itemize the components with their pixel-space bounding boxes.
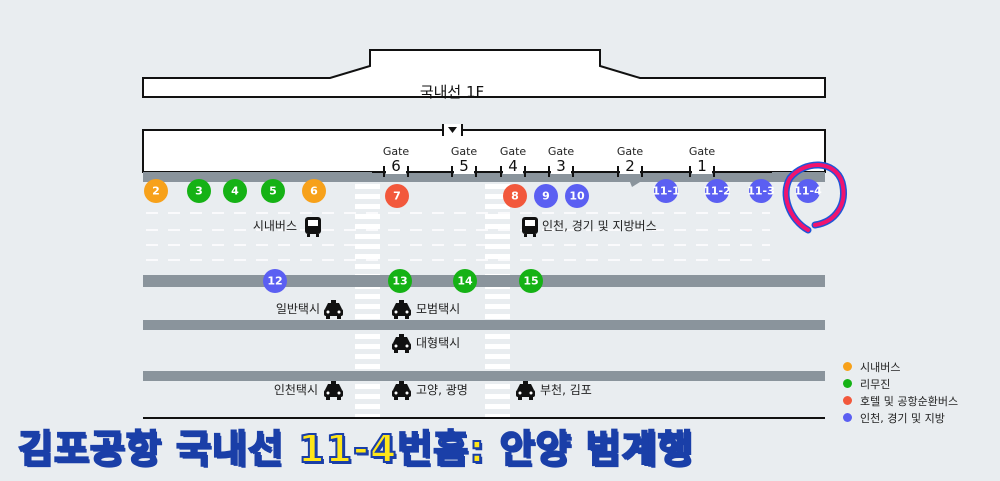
legend-label: 리무진 — [860, 377, 891, 391]
bus-stop-5[interactable]: 5 — [261, 179, 285, 203]
road-divider — [143, 275, 825, 287]
bus-stop-13[interactable]: 13 — [388, 269, 412, 293]
stop-number: 3 — [195, 185, 203, 198]
stop-number: 11-4 — [794, 185, 822, 198]
stop-number: 11-3 — [747, 185, 775, 198]
stop-number: 14 — [457, 275, 473, 288]
bus-stop-11-1[interactable]: 11-1 — [652, 179, 680, 203]
bus-stop-6[interactable]: 6 — [302, 179, 326, 203]
stop-number: 2 — [152, 185, 160, 198]
stop-number: 8 — [511, 190, 519, 203]
green-dot-icon — [843, 379, 852, 388]
bus-stop-10[interactable]: 10 — [565, 184, 589, 208]
lane-markings — [146, 212, 770, 261]
taxi-bucheon-label: 부천, 김포 — [540, 382, 592, 397]
gate-number: 1 — [697, 157, 707, 175]
legend-label: 호텔 및 공항순환버스 — [860, 394, 959, 408]
title-banner: 김포공항 국내선 11-4번홈: 안양 범계행 — [17, 426, 694, 472]
bus-stop-8[interactable]: 8 — [503, 184, 527, 208]
taxi-icon — [392, 381, 411, 400]
bus-stop-14[interactable]: 14 — [453, 269, 477, 293]
bus-stop-3[interactable]: 3 — [187, 179, 211, 203]
stop-number: 15 — [523, 275, 538, 288]
bus-stop-7[interactable]: 7 — [385, 184, 409, 208]
bus-stop-9[interactable]: 9 — [534, 184, 558, 208]
bus-stop-2[interactable]: 2 — [144, 179, 168, 203]
stop-number: 7 — [393, 190, 401, 203]
curb — [143, 172, 825, 187]
stop-number: 6 — [310, 185, 318, 198]
taxi-large-label: 대형택시 — [416, 336, 460, 350]
terminal-building: 국내선 1F — [142, 49, 826, 173]
stop-number: 5 — [269, 185, 277, 198]
red-dot-icon — [843, 396, 852, 405]
taxi-regular-label: 일반택시 — [276, 302, 320, 316]
taxi-icon — [392, 300, 411, 319]
stop-number: 4 — [231, 185, 239, 198]
blue-dot-icon — [843, 413, 852, 422]
gate-number: 2 — [625, 157, 635, 175]
gate-number: 6 — [391, 157, 401, 175]
bus-stop-15[interactable]: 15 — [519, 269, 543, 293]
bus-stop-4[interactable]: 4 — [223, 179, 247, 203]
entrance-marker-icon — [448, 127, 457, 133]
legend: 시내버스 리무진 호텔 및 공항순환버스 인천, 경기 및 지방 — [843, 358, 958, 426]
legend-item: 리무진 — [843, 375, 958, 392]
gate-number: 4 — [508, 157, 518, 175]
regional-bus-label: 인천, 경기 및 지방버스 — [542, 218, 657, 233]
taxi-incheon-label: 인천택시 — [274, 382, 318, 397]
gate-label: Gate — [383, 145, 410, 158]
taxi-icon — [324, 300, 343, 319]
bus-icon — [522, 217, 538, 237]
stop-number: 11-2 — [703, 185, 731, 198]
legend-item: 시내버스 — [843, 358, 958, 375]
road-divider — [143, 371, 825, 381]
bus-stop-12[interactable]: 12 — [263, 269, 287, 293]
terminal-title: 국내선 1F — [420, 83, 484, 101]
legend-item: 호텔 및 공항순환버스 — [843, 392, 958, 409]
bus-stop-11-4[interactable]: 11-4 — [794, 179, 822, 203]
orange-dot-icon — [843, 362, 852, 371]
legend-label: 시내버스 — [860, 360, 901, 374]
bus-icon — [305, 217, 321, 237]
bus-stop-11-2[interactable]: 11-2 — [703, 179, 731, 203]
stop-number: 11-1 — [652, 185, 680, 198]
gate-label: Gate — [548, 145, 575, 158]
gate-number: 3 — [556, 157, 566, 175]
stop-number: 13 — [392, 275, 407, 288]
bus-stop-11-3[interactable]: 11-3 — [747, 179, 775, 203]
stop-number: 9 — [542, 190, 550, 203]
taxi-icon — [324, 381, 343, 400]
city-bus-label: 시내버스 — [253, 219, 297, 233]
stop-number: 10 — [569, 190, 585, 203]
stop-number: 12 — [267, 275, 282, 288]
taxi-deluxe-label: 모범택시 — [416, 302, 460, 316]
road-divider — [143, 320, 825, 330]
gate-label: Gate — [500, 145, 527, 158]
gate-label: Gate — [451, 145, 478, 158]
taxi-icon — [392, 334, 411, 353]
taxi-icon — [516, 381, 535, 400]
gate-label: Gate — [689, 145, 716, 158]
gate-number: 5 — [459, 157, 469, 175]
legend-item: 인천, 경기 및 지방 — [843, 409, 958, 426]
legend-label: 인천, 경기 및 지방 — [860, 411, 945, 425]
taxi-goyang-label: 고양, 광명 — [416, 383, 468, 397]
gate-label: Gate — [617, 145, 644, 158]
